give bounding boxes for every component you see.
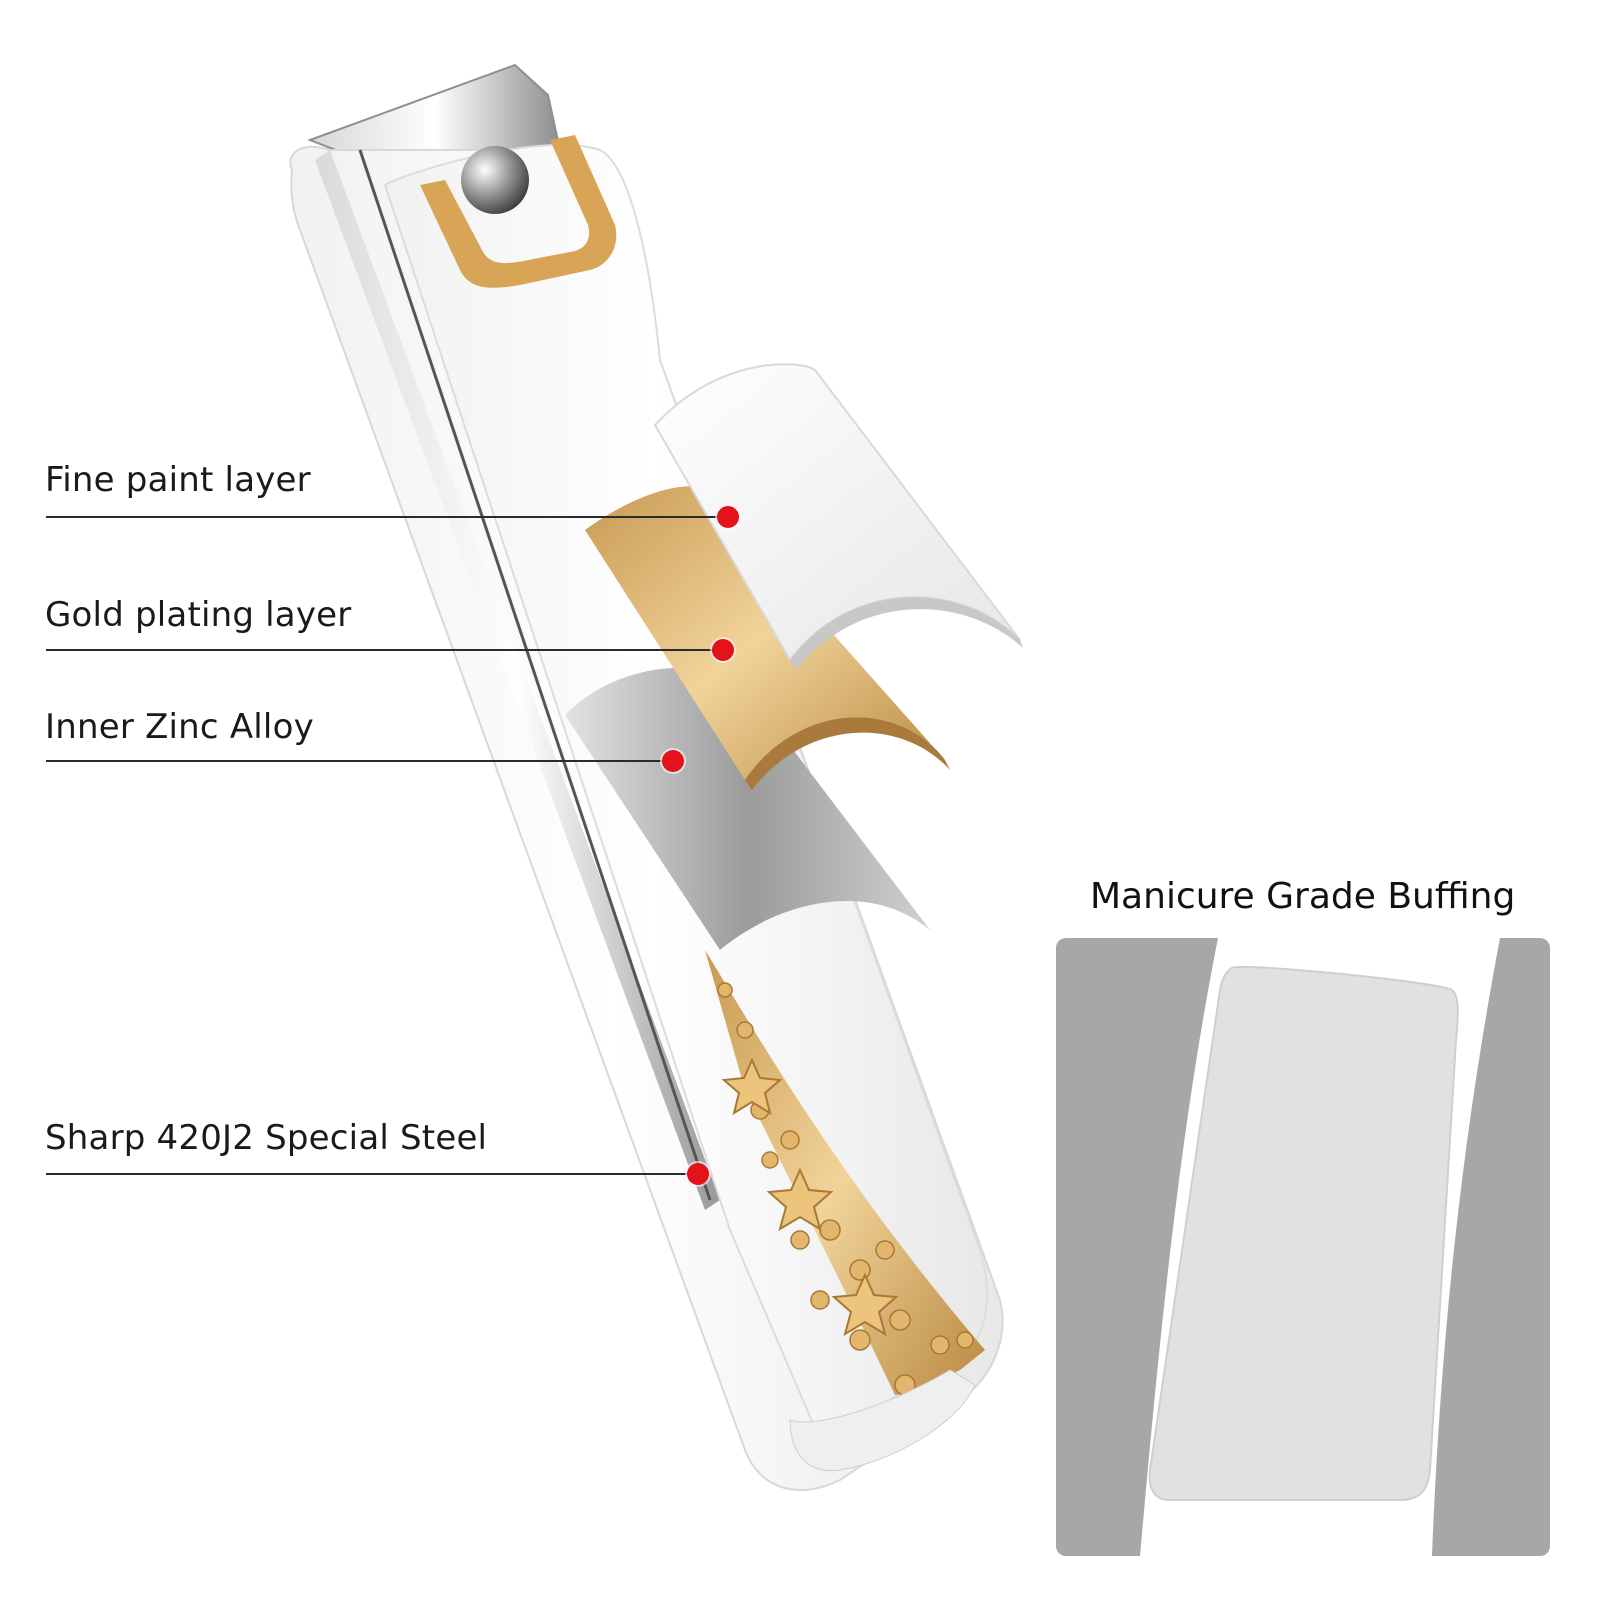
pivot-ball: [461, 146, 529, 214]
callout-line-inner-zinc: [46, 760, 664, 762]
callout-line-fine-paint: [46, 516, 730, 518]
inset-title: Manicure Grade Buffing: [1090, 876, 1516, 917]
gold-plating-layer-shape: [585, 486, 950, 790]
callout-label-gold-plating: Gold plating layer: [45, 595, 352, 635]
callout-label-special-steel: Sharp 420J2 Special Steel: [45, 1118, 488, 1158]
callout-label-inner-zinc: Inner Zinc Alloy: [45, 707, 314, 747]
inner-zinc-layer: [565, 667, 930, 950]
callout-dot-inner-zinc: [662, 750, 684, 772]
callout-dot-gold-plating: [712, 639, 734, 661]
buffing-inset: [1056, 938, 1550, 1556]
callout-line-gold-plating: [46, 649, 716, 651]
fine-paint-layer-shape: [653, 363, 1023, 670]
callout-dot-special-steel: [687, 1163, 709, 1185]
callout-line-special-steel: [46, 1173, 691, 1175]
callout-label-fine-paint: Fine paint layer: [45, 460, 311, 500]
callout-dot-fine-paint: [717, 506, 739, 528]
